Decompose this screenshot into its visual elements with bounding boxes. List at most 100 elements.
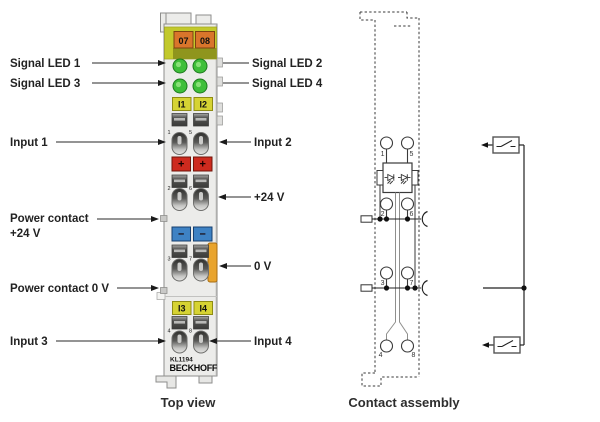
wire-input3 bbox=[386, 192, 396, 340]
arrow-left bbox=[482, 342, 489, 348]
clamp-slot bbox=[177, 262, 182, 271]
arrow-left bbox=[481, 142, 488, 148]
arrow-left bbox=[219, 139, 227, 145]
callout-plus-24v: +24 V bbox=[254, 192, 285, 204]
led-highlight bbox=[195, 61, 202, 68]
callout-input-4: Input 4 bbox=[254, 336, 292, 348]
signal-leds bbox=[172, 58, 208, 94]
led-highlight bbox=[175, 81, 182, 88]
callout-input-3: Input 3 bbox=[10, 336, 48, 348]
electronics-box-wing-right bbox=[411, 170, 419, 186]
dashed-housing-outline bbox=[359, 11, 420, 387]
led-highlight bbox=[195, 81, 202, 88]
callouts-right: Signal LED 2 Signal LED 4 Input 2 +24 V … bbox=[209, 58, 323, 348]
arrow-right bbox=[158, 139, 166, 145]
terminal-row-4: 4 8 bbox=[168, 316, 209, 354]
plus-label: + bbox=[178, 159, 184, 171]
external-circuit bbox=[483, 136, 525, 354]
clamp-slot bbox=[199, 136, 203, 145]
terminal-number: 4 bbox=[379, 352, 383, 359]
contact-number: 7 bbox=[189, 257, 192, 263]
screw-slot bbox=[174, 118, 185, 121]
channel-label-i2: I2 bbox=[199, 100, 207, 110]
contact-number: 5 bbox=[189, 130, 192, 136]
contact-assembly-diagram: 1 5 2 6 3 7 4 8 bbox=[359, 11, 527, 387]
terminal-4 bbox=[379, 339, 394, 353]
side-tab bbox=[216, 102, 223, 113]
terminal-7 bbox=[400, 266, 415, 280]
wire-input4 bbox=[399, 192, 408, 340]
screw-slot bbox=[195, 321, 207, 324]
bus-0v bbox=[360, 279, 428, 297]
screw-slot bbox=[174, 249, 185, 253]
power-contact-spring-tab bbox=[207, 242, 218, 283]
clamp-slot bbox=[199, 262, 203, 271]
screw-slot bbox=[195, 249, 207, 253]
junction-dot bbox=[383, 285, 390, 291]
channel-label-i3: I3 bbox=[178, 304, 186, 314]
callout-input-2: Input 2 bbox=[254, 137, 292, 149]
arrow-left bbox=[218, 194, 226, 200]
junction-dot bbox=[377, 216, 383, 222]
caption-top-view: Top view bbox=[161, 395, 217, 410]
terminal-number: 8 bbox=[412, 352, 416, 359]
led-highlight bbox=[175, 61, 182, 68]
terminal-number: 6 bbox=[410, 211, 414, 218]
contact-number: 3 bbox=[168, 257, 171, 263]
callout-power-contact-24v-line2: +24 V bbox=[10, 228, 41, 240]
junction-dot bbox=[412, 285, 418, 291]
screw-slot bbox=[174, 179, 185, 183]
terminal-6 bbox=[400, 197, 415, 211]
clamp-slot bbox=[199, 192, 203, 201]
callout-power-contact-24v: Power contact bbox=[10, 213, 89, 225]
switch-box-bottom bbox=[493, 336, 521, 354]
terminal-1 bbox=[379, 136, 394, 150]
module-top-view: 07 08 I1 I2 1 5 bbox=[155, 12, 223, 389]
contact-number: 4 bbox=[168, 329, 171, 335]
channel-block-i3 bbox=[172, 301, 192, 315]
power-blade-symbol bbox=[360, 284, 373, 292]
minus-block bbox=[193, 226, 213, 242]
arrow-right bbox=[151, 285, 159, 291]
terminal-2 bbox=[379, 197, 394, 211]
led-symbol bbox=[384, 173, 395, 185]
power-blade-symbol bbox=[360, 215, 373, 223]
clamp-slot bbox=[177, 334, 182, 343]
arrow-left bbox=[219, 263, 227, 269]
power-blade-0v bbox=[160, 287, 168, 294]
terminal-number: 1 bbox=[381, 151, 385, 158]
channel-label-i4: I4 bbox=[199, 304, 207, 314]
id-block-07-label: 07 bbox=[178, 36, 188, 46]
caption-contact-assembly: Contact assembly bbox=[348, 395, 460, 410]
side-tab bbox=[216, 115, 223, 126]
callout-signal-led-1: Signal LED 1 bbox=[10, 58, 81, 70]
bus-24v bbox=[360, 210, 428, 228]
id-block-08 bbox=[195, 31, 215, 49]
minus-block bbox=[171, 226, 191, 242]
callout-signal-led-3: Signal LED 3 bbox=[10, 78, 80, 90]
minus-label: – bbox=[178, 228, 184, 240]
contact-number: 6 bbox=[189, 186, 192, 192]
model-label: KL1194 bbox=[170, 357, 193, 364]
junction-dot bbox=[383, 216, 390, 222]
terminal-circles bbox=[379, 136, 415, 353]
junction-dot bbox=[404, 216, 411, 222]
arrow-right bbox=[151, 216, 159, 222]
junction-dot bbox=[404, 285, 411, 291]
switch-box-top bbox=[492, 136, 520, 154]
channel-block-i4 bbox=[193, 301, 213, 315]
housing-foot-left bbox=[155, 375, 177, 389]
callout-signal-led-2: Signal LED 2 bbox=[252, 58, 322, 70]
terminal-number: 5 bbox=[410, 151, 414, 158]
screw-slot bbox=[195, 179, 207, 183]
terminal-3 bbox=[379, 266, 394, 280]
housing-top-tab bbox=[165, 12, 192, 26]
switch-symbol bbox=[497, 340, 517, 348]
id-block-07 bbox=[173, 31, 194, 49]
terminal-number: 3 bbox=[381, 280, 385, 287]
terminal-row-1: 1 5 bbox=[168, 113, 209, 155]
plus-block bbox=[171, 156, 191, 172]
callout-input-1: Input 1 bbox=[10, 137, 48, 149]
side-tab bbox=[216, 57, 223, 68]
